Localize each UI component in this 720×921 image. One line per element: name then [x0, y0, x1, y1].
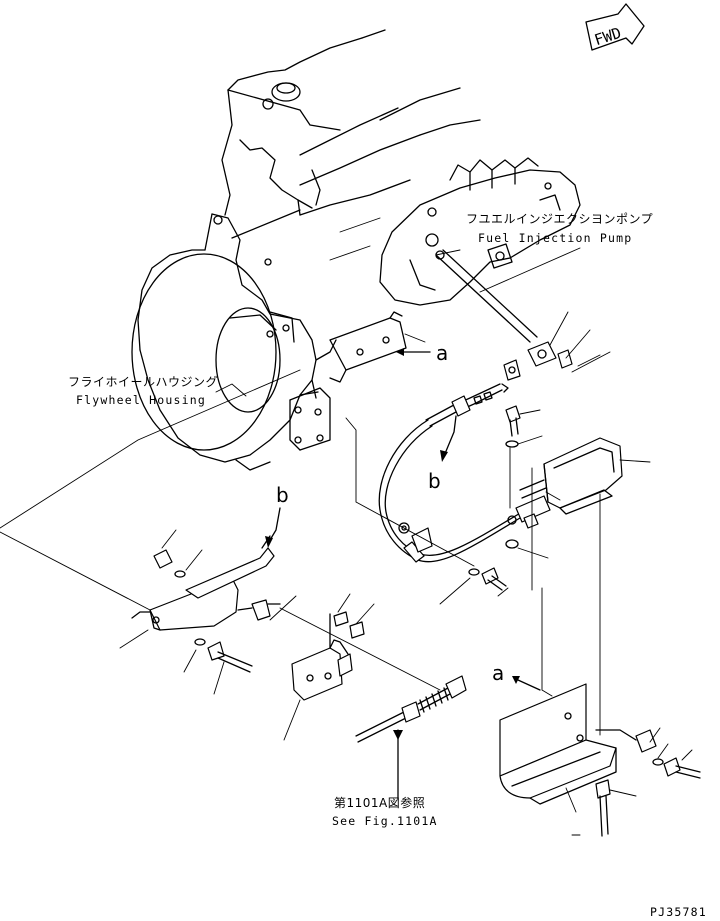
pump-lever-group [503, 311, 611, 381]
reference-letter-b-left: b [276, 483, 289, 507]
leader-lines [215, 249, 461, 798]
pedal-mount-bracket [499, 467, 701, 837]
fuel-injection-pump [379, 157, 581, 343]
fuel-injection-pump-label: Fuel Injection Pump [478, 231, 632, 245]
fwd-label: FWD [592, 24, 623, 49]
cable-clamp-bolt [345, 417, 509, 605]
accelerator-lever-unit [507, 437, 651, 736]
cable-upper-end [425, 383, 509, 427]
lower-cable-bracket [283, 593, 467, 801]
lower-lever-assembly [119, 529, 441, 695]
flywheel-housing [131, 213, 337, 471]
flywheel-housing-label: Flywheel Housing [76, 393, 206, 407]
reference-letter-a-upper: a [436, 341, 448, 365]
throttle-cable [378, 419, 523, 563]
reference-lines [0, 247, 581, 611]
reference-letter-b-middle: b [428, 469, 441, 493]
reference-arrows [265, 348, 541, 691]
engine-block [221, 29, 481, 261]
see-fig-label-jp: 第1101A図参照 [334, 795, 425, 810]
upper-bolt-washer [505, 405, 549, 559]
fuel-injection-pump-label-jp: フユエルインジエクシヨンポンプ [466, 212, 653, 226]
fwd-arrow-icon: FWD [585, 3, 645, 51]
engine-mount-bracket [329, 311, 426, 383]
reference-letter-a-lower: a [492, 661, 504, 685]
drawing-number: PJ35781 [650, 905, 707, 919]
see-fig-label: See Fig.1101A [332, 814, 438, 828]
flywheel-housing-label-jp: フライホイールハウジング [68, 375, 218, 389]
